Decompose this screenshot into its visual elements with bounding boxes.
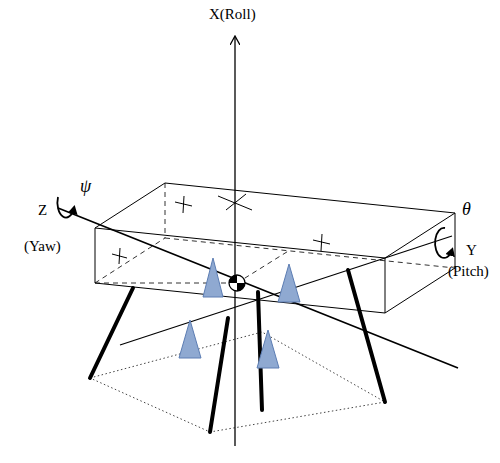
yaw-rotation [57, 197, 74, 218]
axis-label: Y [466, 242, 477, 259]
angle-symbol: θ [462, 200, 471, 220]
platform-box [95, 183, 455, 313]
hidden-edges [95, 183, 455, 283]
cones [179, 258, 300, 368]
center-of-mass [229, 275, 245, 291]
tick-marks [112, 194, 330, 264]
floor-outline [90, 332, 385, 432]
axis-label: X(Roll) [209, 6, 256, 23]
actuator-legs [90, 270, 385, 432]
axis-label: (Pitch) [448, 263, 489, 280]
x-axis [234, 37, 235, 446]
axis-label: (Yaw) [24, 238, 61, 255]
axis-label: Z [38, 202, 47, 219]
angle-symbol: ψ [80, 177, 91, 197]
pitch-rotation [435, 228, 452, 258]
